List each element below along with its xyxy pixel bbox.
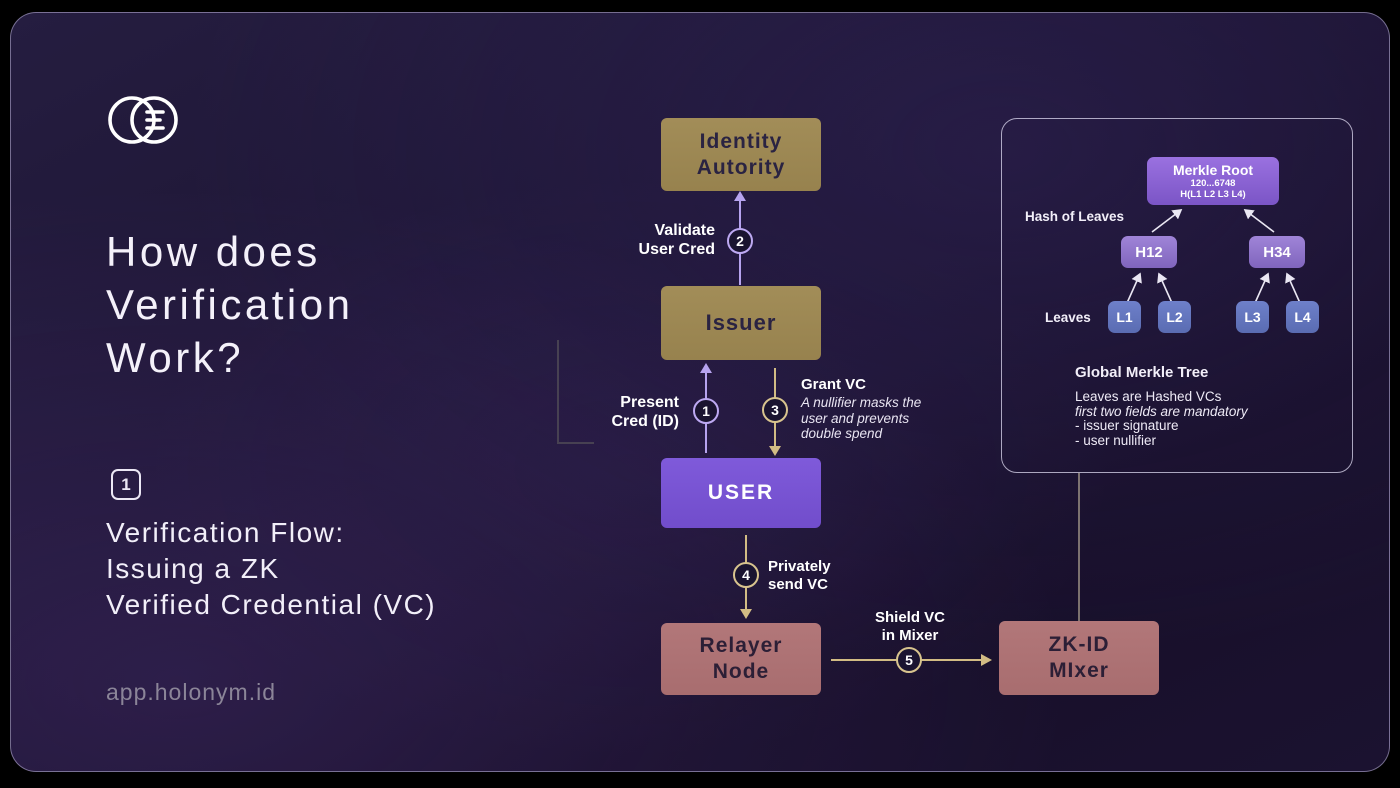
step-4-label: Privately send VC xyxy=(768,558,831,593)
merkle-caption-line-3: - issuer signature xyxy=(1075,418,1179,433)
merkle-leaf-l1: L1 xyxy=(1108,301,1141,333)
node-issuer: Issuer xyxy=(661,286,821,360)
merkle-leaf-l3: L3 xyxy=(1236,301,1269,333)
leaves-label: Leaves xyxy=(1045,310,1091,325)
step-2-badge: 2 xyxy=(727,228,753,254)
merkle-caption-line-4: - user nullifier xyxy=(1075,432,1157,448)
merkle-root-formula: H(L1 L2 L3 L4) xyxy=(1180,188,1246,200)
merkle-caption: Leaves are Hashed VCs first two fields a… xyxy=(1075,389,1248,448)
merkle-hash-h34: H34 xyxy=(1249,236,1305,268)
merkle-root-title: Merkle Root xyxy=(1172,161,1254,178)
footer-url: app.holonym.id xyxy=(106,679,276,705)
merkle-caption-line-2: first two fields are mandatory xyxy=(1075,403,1248,419)
merkle-leaf-l2: L2 xyxy=(1158,301,1191,333)
page-subtitle: Verification Flow: Issuing a ZK Verified… xyxy=(106,517,437,620)
node-zkid-mixer: ZK-ID MIxer xyxy=(999,621,1159,695)
merkle-root-box: Merkle Root 120...6748 H(L1 L2 L3 L4) xyxy=(1147,157,1279,205)
step-4-badge: 4 xyxy=(733,562,759,588)
page-title: How does Verification Work? xyxy=(106,228,354,381)
arrow-validate-head-up-icon xyxy=(734,191,746,201)
bracket-line-vertical xyxy=(557,340,559,444)
node-identity-authority: Identity Autority xyxy=(661,118,821,191)
step-1-badge: 1 xyxy=(693,398,719,424)
step-1-label: Present Cred (ID) xyxy=(611,394,679,430)
merkle-leaf-l4: L4 xyxy=(1286,301,1319,333)
merkle-mixer-connector-line xyxy=(1078,473,1080,621)
merkle-caption-line-1: Leaves are Hashed VCs xyxy=(1075,389,1222,404)
merkle-caption-title: Global Merkle Tree xyxy=(1075,364,1209,381)
step-3-label: Grant VC xyxy=(801,376,867,393)
merkle-hash-h12: H12 xyxy=(1121,236,1177,268)
arrow-shield-head-right-icon xyxy=(981,654,992,666)
step-number-box: 1 xyxy=(111,469,141,500)
step-5-badge: 5 xyxy=(896,647,922,673)
arrow-send-head-down-icon xyxy=(740,609,752,619)
arrow-present-head-up-icon xyxy=(700,363,712,373)
arrow-grant-head-down-icon xyxy=(769,446,781,456)
bracket-line-horizontal xyxy=(557,442,594,444)
slide-background: How does Verification Work? 1 Verificati… xyxy=(10,12,1390,772)
step-3-note: A nullifier masks the user and prevents … xyxy=(801,395,922,441)
node-relayer: Relayer Node xyxy=(661,623,821,695)
holonym-logo xyxy=(108,96,178,144)
merkle-tree-arrows xyxy=(1126,209,1301,304)
merkle-root-value: 120...6748 xyxy=(1190,177,1236,189)
step-5-label: Shield VC in Mixer xyxy=(874,609,945,644)
step-3-badge: 3 xyxy=(762,397,788,423)
merkle-tree-panel xyxy=(1001,118,1353,473)
hash-of-leaves-label: Hash of Leaves xyxy=(1025,209,1125,224)
step-2-label: Validate User Cred xyxy=(638,222,715,258)
node-user: USER xyxy=(661,458,821,528)
